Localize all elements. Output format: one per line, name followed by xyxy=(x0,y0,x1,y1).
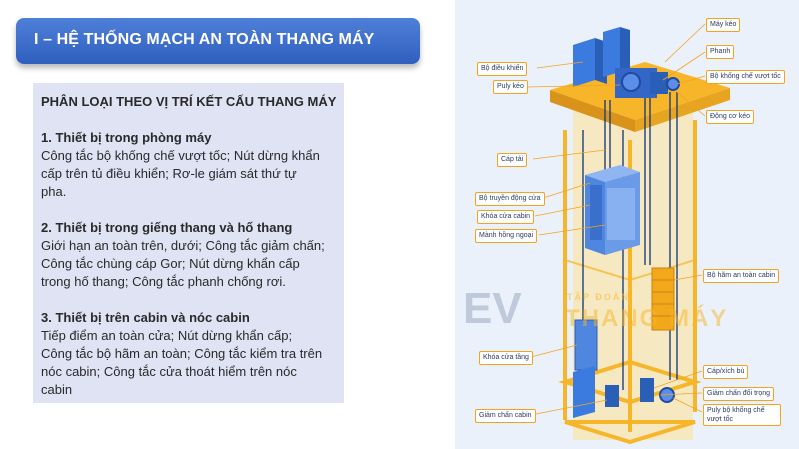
label-cap-tai: Cáp tải xyxy=(497,153,528,167)
label-puly-keo: Puly kéo xyxy=(493,80,528,94)
label-dong-co-keo: Động cơ kéo xyxy=(706,110,755,124)
section-3-title: 3. Thiết bị trên cabin và nóc cabin xyxy=(41,310,250,325)
section-2-line: Giới hạn an toàn trên, dưới; Công tắc gi… xyxy=(41,238,325,253)
label-phanh: Phanh xyxy=(706,45,735,59)
section-1-line: Công tắc bộ khống chế vượt tốc; Nút dừng… xyxy=(41,148,320,163)
label-manh-hong-ngoai: Mành hồng ngoại xyxy=(475,229,538,243)
label-bo-ham-an-toan-cabin: Bộ hãm an toàn cabin xyxy=(703,269,780,283)
section-3-line: Công tắc bộ hãm an toàn; Công tắc kiểm t… xyxy=(41,346,323,361)
label-may-keo: Máy kéo xyxy=(706,18,741,32)
page-title: I – HỆ THỐNG MẠCH AN TOÀN THANG MÁY xyxy=(34,31,375,48)
section-3-line: cabin xyxy=(41,382,73,397)
classification-panel: PHÂN LOẠI THEO VỊ TRÍ KẾT CẤU THANG MÁY … xyxy=(33,83,344,403)
panel-heading: PHÂN LOẠI THEO VỊ TRÍ KẾT CẤU THANG MÁY xyxy=(41,94,337,109)
watermark-logo: EV xyxy=(463,284,522,333)
label-cap-xich-bu: Cáp/xích bù xyxy=(703,365,749,379)
section-1-title: 1. Thiết bị trong phòng máy xyxy=(41,130,212,145)
label-giam-chan-cabin: Giảm chấn cabin xyxy=(475,409,536,423)
elevator-diagram: EV TẬP ĐOÀN THANG MÁY Máy kéo Phanh Bộ k… xyxy=(455,0,799,449)
title-bar: I – HỆ THỐNG MẠCH AN TOÀN THANG MÁY xyxy=(16,18,420,64)
label-bo-dieu-khien: Bộ điều khiển xyxy=(477,62,528,76)
label-puly-bo-khong-che-line2: vượt tốc xyxy=(707,416,734,423)
section-1-line: pha. xyxy=(41,184,67,199)
label-puly-bo-khong-che: Puly bộ khống chế vượt tốc xyxy=(703,404,781,426)
section-3-line: nóc cabin; Công tắc cửa thoát hiểm trên … xyxy=(41,364,297,379)
section-3-line: Tiếp điểm an toàn cửa; Nút dừng khẩn cấp… xyxy=(41,328,293,343)
label-giam-chan-doi-trong: Giảm chấn đối trọng xyxy=(703,387,775,401)
section-1-line: cấp trên tủ điều khiển; Rơ-le giám sát t… xyxy=(41,166,297,181)
label-bo-khong-che: Bộ khống chế vượt tốc xyxy=(706,70,785,84)
section-2-line: Công tắc chùng cáp Gor; Nút dừng khẩn cấ… xyxy=(41,256,300,271)
section-2-line: trong hố thang; Công tắc phanh chống rơi… xyxy=(41,274,286,289)
label-khoa-cua-cabin: Khóa cửa cabin xyxy=(477,210,535,224)
section-2-title: 2. Thiết bị trong giếng thang và hố than… xyxy=(41,220,293,235)
label-bo-truyen-dong-cua: Bộ truyền động cửa xyxy=(475,192,545,206)
label-puly-bo-khong-che-line1: Puly bộ khống chế xyxy=(707,407,765,414)
watermark-small-text: TẬP ĐOÀN xyxy=(567,292,630,302)
watermark-brand: THANG MÁY xyxy=(565,305,729,332)
label-khoa-cua-tang: Khóa cửa tầng xyxy=(479,351,533,365)
elevator-illustration xyxy=(526,23,730,445)
